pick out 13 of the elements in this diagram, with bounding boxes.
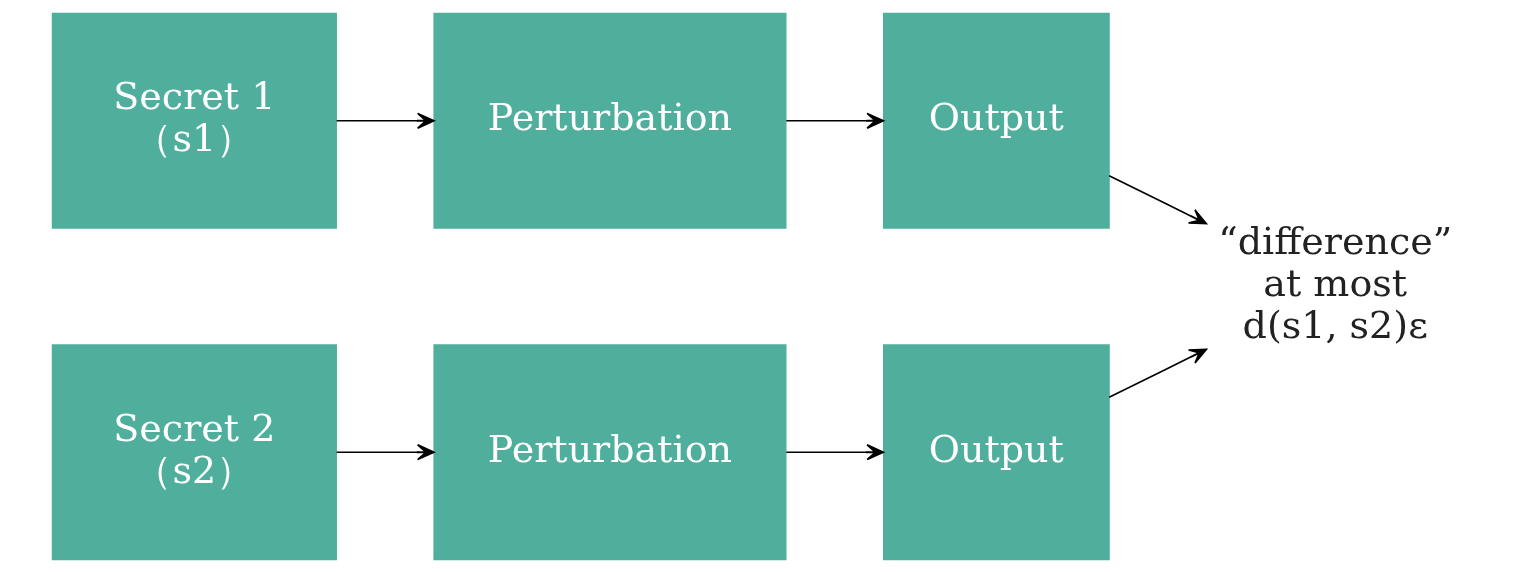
node-box: Secret 1 （s1）: [51, 12, 337, 229]
node-box: Output: [882, 344, 1110, 561]
node-text: “difference” at most d(s1, s2)ε: [1218, 218, 1453, 347]
arrow: [785, 112, 885, 129]
node-box: Secret 2 （s2）: [51, 344, 337, 561]
node-box: Perturbation: [433, 12, 787, 229]
arrow: [335, 444, 435, 461]
node-box: Output: [882, 12, 1110, 229]
arrow: [1108, 174, 1208, 225]
arrow: [785, 444, 885, 461]
arrow: [1108, 348, 1208, 399]
arrow: [335, 112, 435, 129]
node-box: Perturbation: [433, 344, 787, 561]
